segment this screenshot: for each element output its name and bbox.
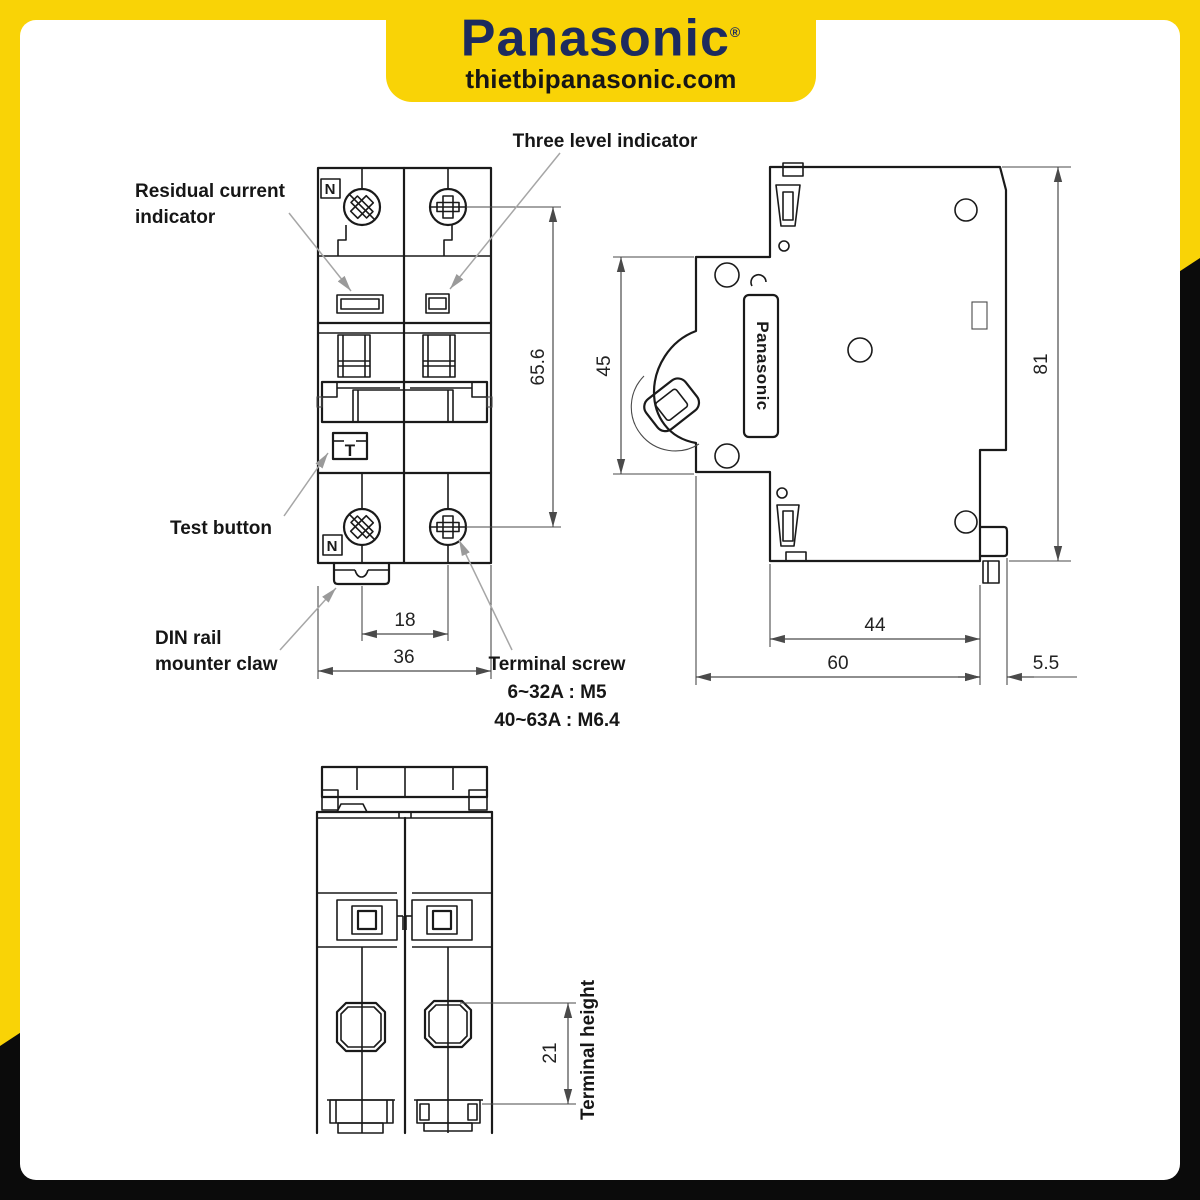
dim-45: 45 xyxy=(594,355,615,376)
dim-front-width: 36 xyxy=(317,565,492,679)
neutral-bottom-text: N xyxy=(327,538,338,555)
dim-36: 36 xyxy=(393,647,414,668)
label-residual-current-2: indicator xyxy=(135,207,216,228)
terminal-screw-icon-bottom-right xyxy=(428,507,468,547)
label-terminal-screw: Terminal screw xyxy=(489,654,626,675)
terminal-screw-icon-bottom-left xyxy=(342,507,382,547)
label-three-level-indicator: Three level indicator xyxy=(513,131,698,152)
device-label: Panasonic xyxy=(742,293,780,439)
label-terminal-height: Terminal height xyxy=(578,979,599,1120)
terminal-clamp-right xyxy=(405,892,492,948)
test-marking-text: T xyxy=(345,441,356,460)
dim-60: 60 xyxy=(827,653,848,674)
dim-pole-pitch: 18 xyxy=(361,565,449,641)
dim-81: 81 xyxy=(1031,353,1052,374)
terminal-hole-right xyxy=(423,999,473,1049)
label-terminal-screw-m5: 6~32A : M5 xyxy=(507,682,607,703)
registered-mark: ® xyxy=(729,24,742,40)
panasonic-logo: Panasonic® xyxy=(386,6,816,64)
dim-total-depth: 60 xyxy=(695,476,980,685)
header-banner: Panasonic® thietbipanasonic.com xyxy=(386,0,816,102)
dim-side-front-height: 45 xyxy=(594,256,694,475)
label-residual-current-1: Residual current xyxy=(135,181,286,202)
terminal-screw-icon-top-right xyxy=(428,187,468,227)
dim-side-total-height: 81 xyxy=(1002,166,1071,562)
handle-slot-left xyxy=(337,334,371,378)
neutral-marking-bottom: N xyxy=(322,534,343,556)
neutral-marking-top: N xyxy=(320,178,341,199)
terminal-clamp-left xyxy=(317,892,404,948)
neutral-top-text: N xyxy=(325,181,336,198)
label-test-button: Test button xyxy=(170,518,272,539)
test-button-glyph: T xyxy=(331,431,369,461)
label-din-rail-2: mounter claw xyxy=(155,654,278,675)
label-terminal-screw-m64: 40~63A : M6.4 xyxy=(494,710,620,731)
bottom-view: 21 Terminal height xyxy=(315,765,599,1135)
dim-body-depth: 44 xyxy=(769,564,981,685)
dim-din-claw-depth: 5.5 xyxy=(958,558,1077,685)
handle-slot-right xyxy=(422,334,456,378)
front-view: N N xyxy=(135,131,698,731)
dim-21: 21 xyxy=(540,1042,561,1063)
dim-65-6: 65.6 xyxy=(528,349,549,386)
terminal-foot-left xyxy=(327,1099,395,1134)
terminal-foot-right xyxy=(414,1099,483,1132)
device-label-text: Panasonic xyxy=(753,321,772,411)
side-view: Panasonic 45 xyxy=(594,162,1077,685)
label-din-rail-1: DIN rail xyxy=(155,628,222,649)
three-level-indicator-window xyxy=(425,293,450,314)
toggle-lever-glyph xyxy=(643,377,701,433)
content-panel xyxy=(20,20,1180,1180)
residual-current-indicator-window xyxy=(336,294,384,314)
dim-5-5: 5.5 xyxy=(1033,653,1059,674)
website-text: thietbipanasonic.com xyxy=(465,64,737,95)
terminal-screw-icon-top-left xyxy=(342,187,382,227)
dim-18: 18 xyxy=(394,610,415,631)
dim-terminal-height: 21 xyxy=(460,1002,576,1105)
din-rail-claw-glyph xyxy=(332,561,391,586)
terminal-hole-left xyxy=(335,1001,387,1053)
logo-text: Panasonic xyxy=(460,9,730,68)
dim-front-height: 65.6 xyxy=(466,206,561,528)
dim-44: 44 xyxy=(864,615,886,636)
